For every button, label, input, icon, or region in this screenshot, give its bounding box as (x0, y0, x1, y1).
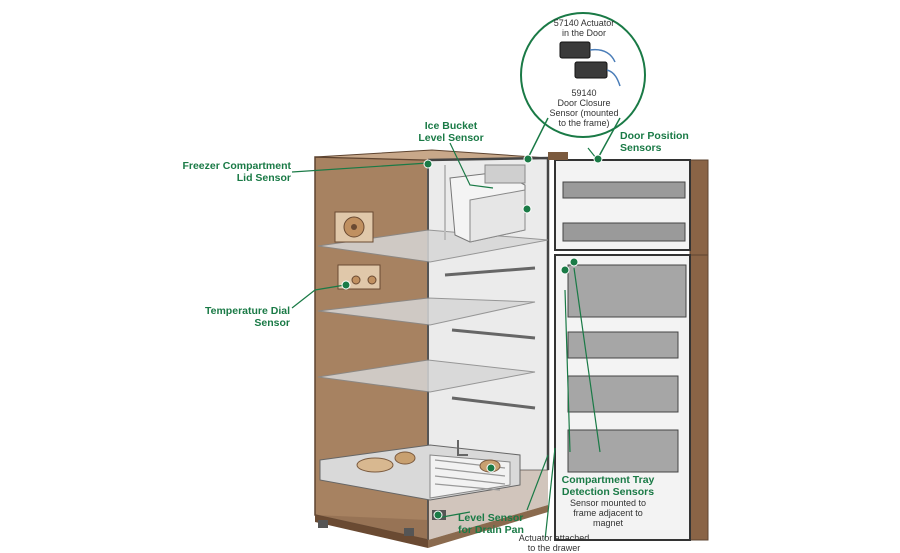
leader-lines (291, 142, 601, 541)
side-components (334, 211, 381, 290)
callout-sensor-label: 59140 Door Closure Sensor (mounted to th… (549, 88, 619, 128)
freezer-lid-label: Freezer Compartment Lid Sensor (182, 160, 291, 184)
drawer-actuator-dot (486, 463, 496, 473)
freezer-lid-sensor-dot (423, 159, 433, 169)
door-position-label: Door Position Sensors (620, 130, 689, 154)
door-frame-sensor-dot (523, 154, 533, 164)
drain-pan-sensor-dot (433, 510, 443, 520)
temperature-dial-label: Temperature Dial Sensor (205, 305, 290, 329)
drain-pan-label: Level Sensor for Drain Pan (458, 512, 524, 536)
drawer-actuator-note: Actuator attached to the drawer (518, 533, 590, 553)
compartment-tray-label: Compartment Tray Detection Sensors (561, 474, 655, 498)
fridge-door (548, 152, 709, 541)
ice-bucket (449, 164, 526, 243)
callout-actuator-label: 57140 Actuator in the Door (553, 18, 615, 38)
tray-sensor-dot-1 (569, 257, 579, 267)
closure-sensor-callout (520, 12, 646, 159)
door-position-sensor-dot (593, 154, 603, 164)
tray-sensor-dot-2 (560, 265, 570, 275)
temperature-dial-sensor-dot (341, 280, 351, 290)
ice-bucket-sensor-dot (522, 204, 532, 214)
ice-bucket-label: Ice Bucket Level Sensor (418, 120, 484, 144)
sensor-dots (341, 154, 603, 520)
compartment-tray-note: Sensor mounted to frame adjacent to magn… (569, 498, 647, 528)
